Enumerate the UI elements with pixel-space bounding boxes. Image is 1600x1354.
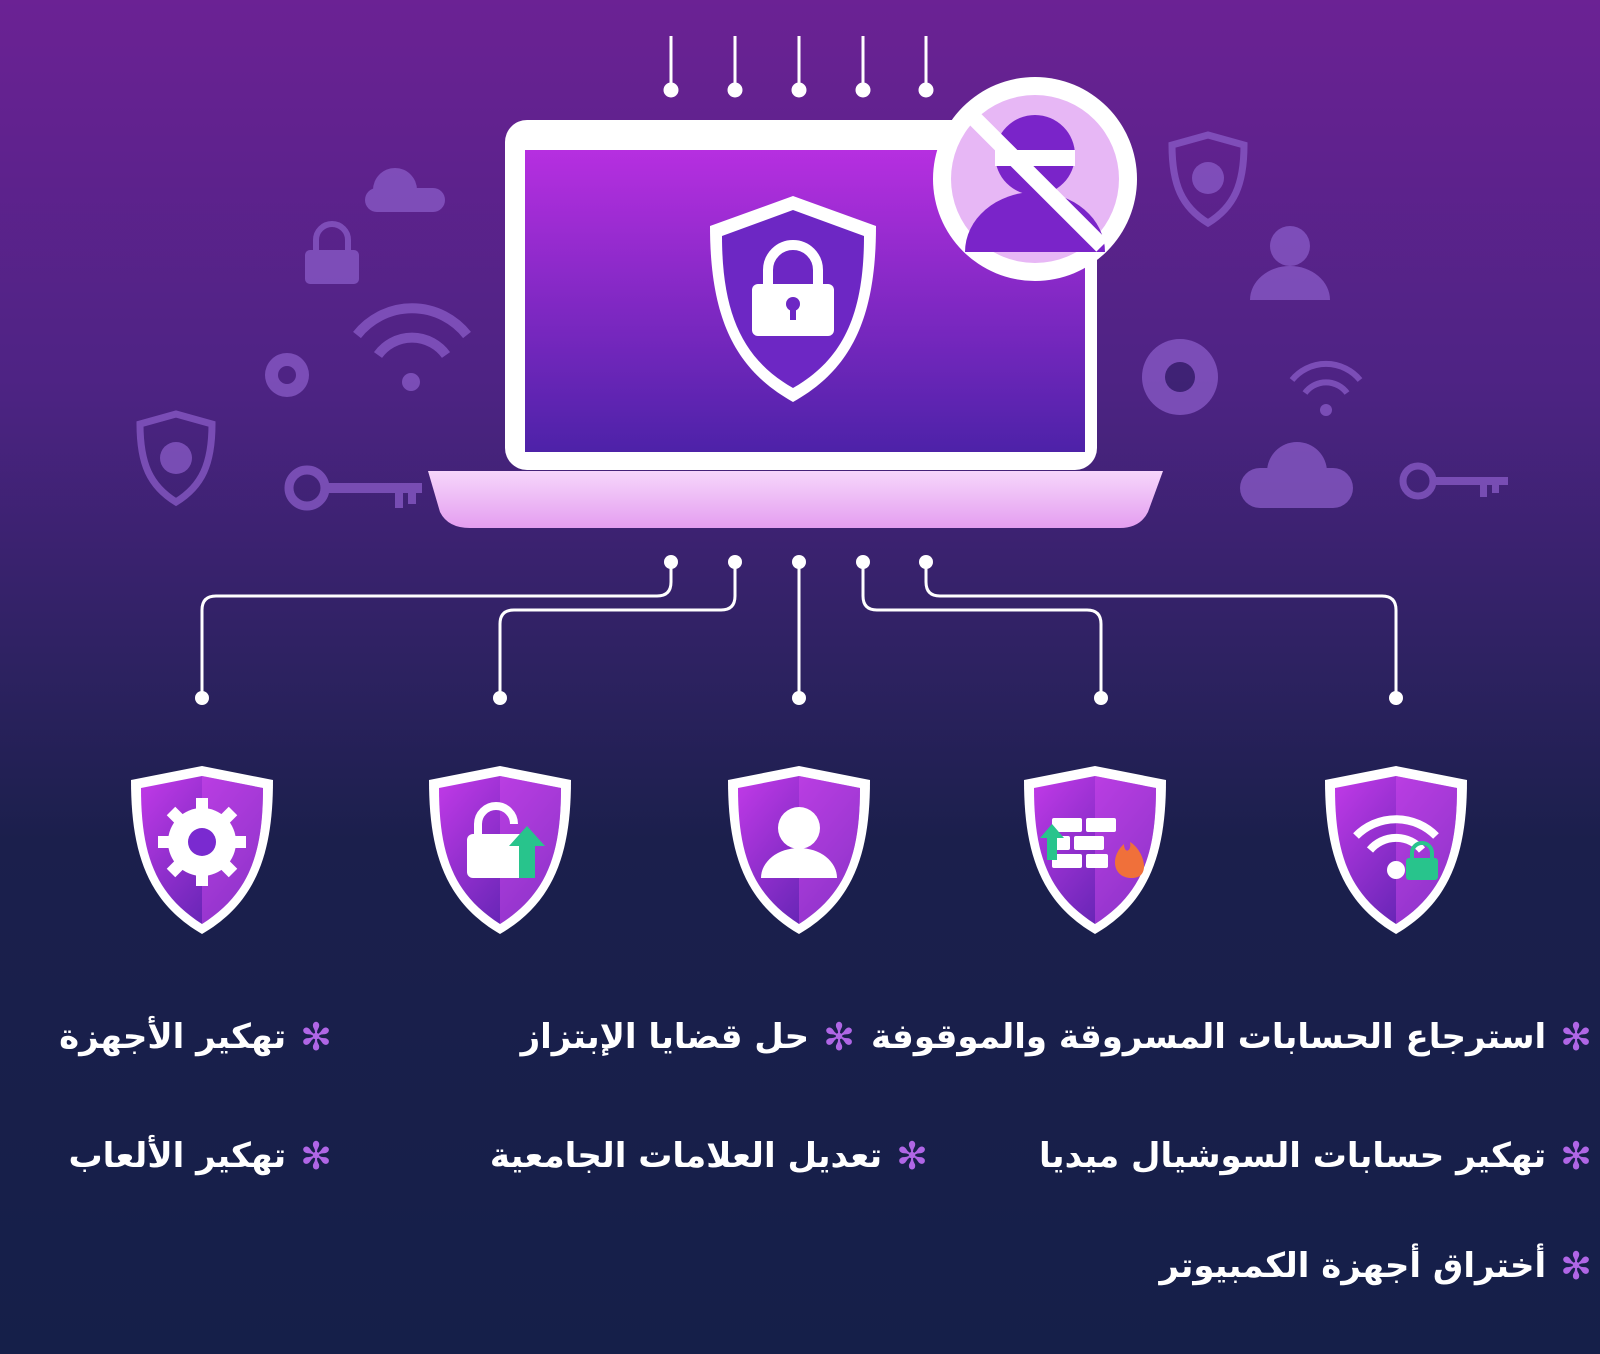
connector-lines	[195, 555, 1403, 705]
user-icon	[1250, 226, 1330, 300]
service-item: ✻ تعديل العلامات الجامعية	[490, 1134, 928, 1178]
shield-gear-icon	[136, 410, 216, 507]
service-item: ✻ أختراق أجهزة الكمبيوتر	[1159, 1244, 1592, 1288]
laptop-icon	[428, 77, 1163, 528]
gear-icon	[158, 798, 246, 886]
service-label: تهكير الألعاب	[68, 1136, 287, 1176]
asterisk-icon: ✻	[896, 1134, 928, 1178]
key-icon	[1399, 462, 1508, 500]
shield-firewall	[1024, 766, 1166, 934]
service-label: استرجاع الحسابات المسروقة والموقوفة	[870, 1017, 1547, 1057]
wifi-lock-icon	[1353, 815, 1439, 880]
cloud-icon	[1240, 442, 1353, 508]
asterisk-icon: ✻	[1560, 1015, 1592, 1059]
gear-icon	[1142, 339, 1218, 415]
service-label: تهكير حسابات السوشيال ميديا	[1039, 1136, 1547, 1176]
service-item: ✻ تهكير الألعاب	[68, 1134, 332, 1178]
asterisk-icon: ✻	[823, 1015, 855, 1059]
unlock-upload-icon	[467, 802, 545, 878]
asterisk-icon: ✻	[300, 1015, 332, 1059]
key-icon	[284, 465, 422, 511]
top-wires	[663, 36, 934, 98]
service-item: ✻ حل قضايا الإبتزاز	[521, 1015, 855, 1059]
asterisk-icon: ✻	[300, 1134, 332, 1178]
service-item: ✻ تهكير حسابات السوشيال ميديا	[1039, 1134, 1592, 1178]
service-item: ✻ استرجاع الحسابات المسروقة والموقوفة	[871, 1015, 1592, 1059]
shield-gear	[131, 766, 273, 934]
shield-gear-icon	[1168, 131, 1248, 228]
wifi-icon	[353, 303, 471, 391]
service-item: ✻ تهكير الأجهزة	[59, 1015, 332, 1059]
shield-wifi	[1325, 766, 1467, 934]
shield-user	[728, 766, 870, 934]
background-icons	[136, 131, 1508, 511]
asterisk-icon: ✻	[1560, 1244, 1592, 1288]
firewall-icon	[1040, 818, 1145, 878]
lock-icon	[305, 221, 359, 284]
service-label: تهكير الأجهزة	[59, 1017, 287, 1057]
gear-icon	[265, 353, 309, 397]
thief-blocked-icon	[933, 77, 1137, 281]
shield-lock-icon	[710, 196, 876, 402]
wifi-icon	[1289, 361, 1363, 416]
cloud-icon	[365, 168, 445, 212]
service-label: أختراق أجهزة الكمبيوتر	[1159, 1246, 1547, 1286]
service-label: حل قضايا الإبتزاز	[520, 1017, 810, 1057]
asterisk-icon: ✻	[1560, 1134, 1592, 1178]
service-label: تعديل العلامات الجامعية	[489, 1136, 883, 1176]
shield-unlock	[429, 766, 571, 934]
user-icon	[761, 807, 837, 878]
